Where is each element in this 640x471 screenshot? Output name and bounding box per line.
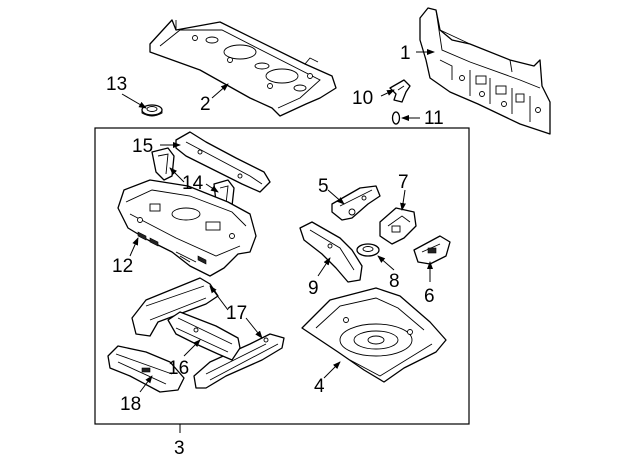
part-11-plug [391,111,401,125]
callout-1: 1 [400,43,411,64]
callout-11: 11 [424,108,444,129]
callout-17: 17 [226,303,247,324]
part-13-grommet [141,104,163,117]
part-2-package-tray [149,19,337,117]
part-9-side-rail [299,221,363,283]
assembly-frame [94,127,470,425]
part-1-rear-panel [419,7,551,135]
part-5-bracket [331,185,381,221]
part-7-bracket [379,207,417,245]
callout-5: 5 [318,176,329,197]
callout-2: 2 [200,94,211,115]
callout-14: 14 [182,173,204,194]
callout-13: 13 [106,74,127,95]
callout-10: 10 [352,88,373,109]
callout-16: 16 [168,358,189,379]
part-4-spare-wheel-pan [301,287,447,383]
part-12-rear-floor-pan [117,179,257,277]
callout-6: 6 [424,286,435,307]
callout-9: 9 [308,278,319,299]
part-6-bracket [413,235,451,265]
callout-7: 7 [398,172,409,193]
callout-4: 4 [314,376,325,397]
callout-15: 15 [132,136,153,157]
callout-8: 8 [389,271,400,292]
part-16-crossmember [167,311,241,361]
part-8-grommet [356,243,380,257]
part-15-crossmember [175,131,271,193]
callout-12: 12 [112,256,133,277]
part-10-bracket [389,79,411,103]
part-18-rear-panel-lower [107,345,185,393]
leader-lines [121,49,435,393]
part-17-side-member [131,277,285,389]
callout-3: 3 [174,438,185,459]
callout-18: 18 [120,394,141,415]
